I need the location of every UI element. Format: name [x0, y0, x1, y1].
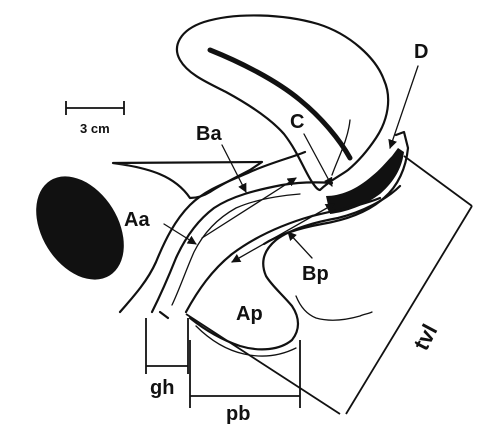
label-d: D: [414, 41, 428, 63]
label-tvl: tvl: [408, 320, 442, 354]
c-pointer-arrow: [303, 133, 333, 187]
label-bp: Bp: [302, 263, 329, 285]
posterior-wall-arrow: [231, 203, 335, 263]
perineal-body: [195, 325, 297, 357]
d-pointer-arrow: [388, 65, 419, 149]
pubic-bone: [36, 176, 124, 280]
tvl-measure: [185, 155, 473, 415]
rectum-outline: [295, 295, 373, 321]
anterior-wall-detail: [171, 193, 301, 306]
label-aa: Aa: [124, 209, 150, 231]
uterus: [175, 14, 390, 192]
anterior-wall-tip: [158, 310, 170, 320]
scale-bar: 3 cm: [65, 101, 125, 136]
posterior-wall-outer: [188, 184, 402, 351]
vaginal-apex: [262, 130, 410, 246]
bp-pointer-arrow: [287, 231, 313, 259]
pb-measure: [189, 340, 301, 408]
aa-pointer-arrow: [163, 223, 197, 245]
cervix: [326, 148, 404, 214]
anterior-wall: [118, 150, 307, 314]
scale-bar-label: 3 cm: [80, 121, 110, 136]
label-c: C: [290, 111, 304, 133]
label-gh: gh: [150, 377, 174, 399]
ba-pointer-arrow: [221, 144, 247, 193]
label-pb: pb: [226, 403, 250, 425]
label-ba: Ba: [196, 123, 222, 145]
gh-measure: [145, 318, 189, 374]
label-ap: Ap: [236, 303, 263, 325]
